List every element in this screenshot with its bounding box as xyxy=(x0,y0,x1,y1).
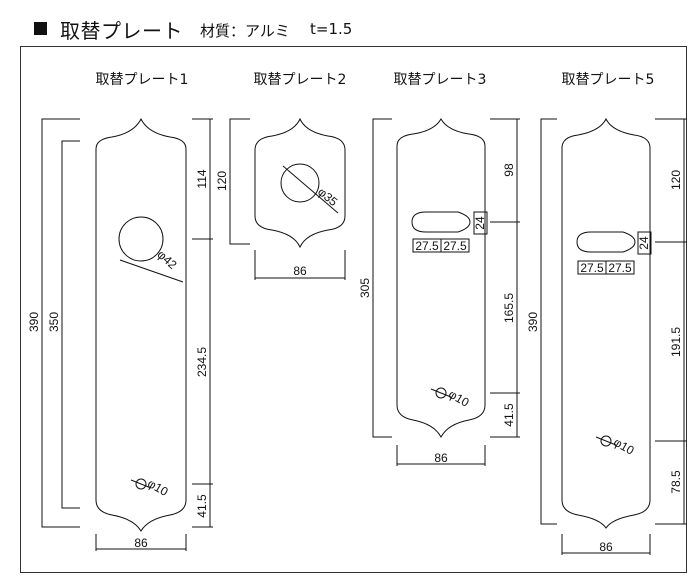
dimension-line xyxy=(540,118,557,525)
leader-line xyxy=(595,436,617,446)
material-label: 材質：アルミ xyxy=(200,22,290,40)
width-label: 86 xyxy=(434,451,448,465)
key-slot xyxy=(411,211,471,233)
leader-line xyxy=(130,479,152,489)
slot-height-label: 24 xyxy=(637,236,651,250)
width-label: 86 xyxy=(599,540,613,554)
plate-5: 取替プレート5 27.5 27.5 24 φ10 86 390 120 191.… xyxy=(526,72,687,555)
overall-height-label: 390 xyxy=(27,312,41,332)
leader-line xyxy=(119,259,184,283)
slot-half-width-label: 27.5 xyxy=(608,261,632,275)
plate-title: 取替プレート1 xyxy=(96,72,189,88)
slot-dim-box xyxy=(473,211,488,235)
slot-half-width-label: 27.5 xyxy=(580,261,604,275)
dimension-line xyxy=(61,140,80,509)
leader-line xyxy=(282,165,339,214)
screw-hole xyxy=(600,435,612,447)
segment-label: 98 xyxy=(502,163,516,177)
segment-label: 191.5 xyxy=(669,327,683,357)
plate-title: 取替プレート5 xyxy=(562,72,655,88)
thickness-label: t=1.5 xyxy=(310,20,353,38)
drawing-frame xyxy=(20,46,687,573)
slot-height-label: 24 xyxy=(473,216,487,230)
segment-label: 234.5 xyxy=(195,347,209,377)
overall-height-label: 305 xyxy=(358,278,372,298)
segment-label: 41.5 xyxy=(502,403,516,427)
segment-label: 78.5 xyxy=(669,470,683,494)
square-bullet-icon xyxy=(34,22,47,35)
segment-label: 165.5 xyxy=(502,293,516,323)
screw-hole xyxy=(135,478,147,490)
hole-diameter-label: φ42 xyxy=(155,247,180,272)
page-header: 取替プレート 材質：アルミ t=1.5 xyxy=(0,0,700,46)
dimension-line xyxy=(41,118,80,528)
hole-diameter-label: φ35 xyxy=(315,185,340,210)
plate-outline xyxy=(95,117,187,532)
leader-line xyxy=(430,388,452,398)
cylinder-hole xyxy=(280,163,320,203)
cylinder-hole xyxy=(118,216,164,262)
slot-dim-box xyxy=(440,238,470,253)
screw-hole xyxy=(435,387,447,399)
inner-height-label: 350 xyxy=(47,312,61,332)
dimension-line xyxy=(229,118,250,245)
slot-dim-box xyxy=(605,260,635,275)
screw-hole-label: φ10 xyxy=(611,435,637,458)
plate-title: 取替プレート3 xyxy=(394,72,487,88)
slot-dim-box xyxy=(637,231,652,255)
segment-label: 120 xyxy=(669,170,683,190)
width-label: 86 xyxy=(293,264,307,278)
overall-height-label: 120 xyxy=(215,171,229,191)
overall-height-label: 390 xyxy=(526,312,540,332)
plate-title: 取替プレート2 xyxy=(254,72,347,88)
segment-label: 114 xyxy=(195,169,209,188)
plate-outline xyxy=(396,118,486,439)
screw-hole-label: φ10 xyxy=(446,387,472,410)
page-title: 取替プレート xyxy=(60,19,183,43)
plate-outline xyxy=(561,117,651,529)
plate-outline xyxy=(254,117,346,249)
segment-label: 41.5 xyxy=(195,494,209,518)
plate-3: 取替プレート3 27.5 27.5 24 φ10 86 305 98 165.5… xyxy=(358,72,520,466)
key-slot xyxy=(576,231,636,253)
screw-hole-label: φ10 xyxy=(145,476,171,499)
width-label: 86 xyxy=(134,536,148,550)
plate-2: 取替プレート2 φ35 86 120 xyxy=(215,72,346,280)
slot-half-width-label: 27.5 xyxy=(443,239,467,253)
plate-1: 取替プレート1 φ42 φ10 86 390 350 114 234.5 41.… xyxy=(27,72,213,551)
slot-half-width-label: 27.5 xyxy=(415,239,439,253)
dimension-line xyxy=(372,118,392,438)
